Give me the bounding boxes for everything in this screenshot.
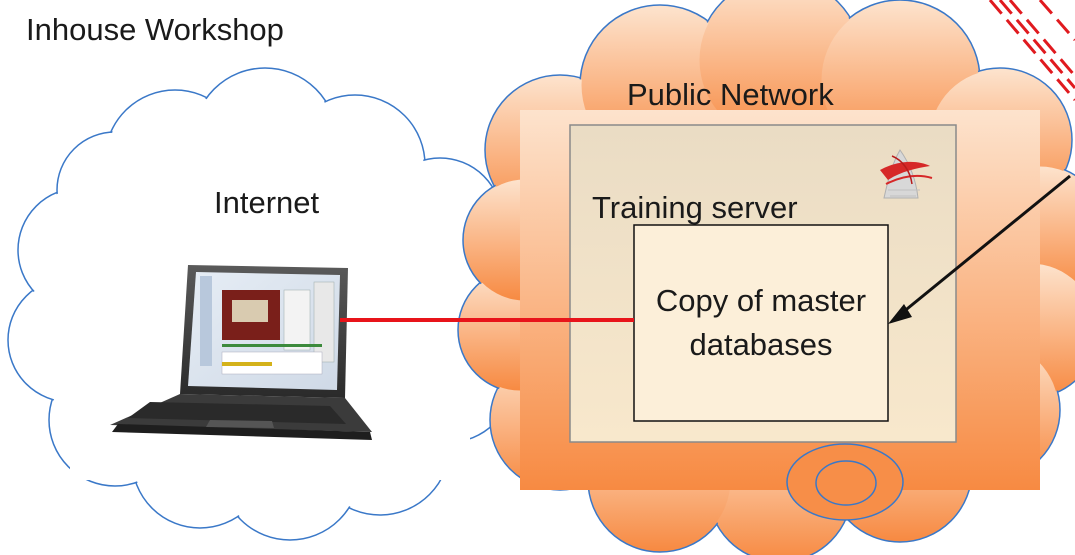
laptop-icon <box>110 265 372 440</box>
sync-arrow <box>888 174 1071 324</box>
cloud-bubble-small <box>815 460 877 506</box>
sql-server-icon <box>880 149 933 199</box>
public-network-label: Public Network <box>627 77 834 112</box>
cloud-bubble-large <box>786 443 904 521</box>
slide-title: Inhouse Workshop <box>26 12 284 47</box>
training-server-label: Training server <box>592 190 798 225</box>
database-label: Copy of master databases <box>655 283 867 362</box>
internet-label: Internet <box>214 185 320 220</box>
database-box <box>633 224 889 422</box>
firewall-dashed-band <box>988 0 1075 101</box>
